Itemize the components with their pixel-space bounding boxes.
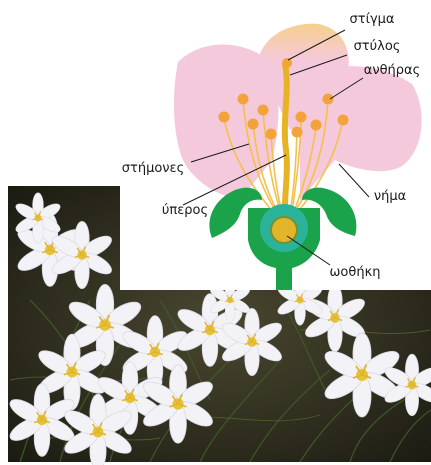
label-stamens: στήμονες bbox=[122, 161, 184, 176]
label-filament: νήμα bbox=[374, 189, 406, 204]
label-stigma: στίγμα bbox=[350, 12, 395, 27]
label-anthers: ανθήρας bbox=[364, 63, 420, 78]
stigma bbox=[282, 58, 292, 68]
label-style: στύλος bbox=[354, 39, 401, 54]
label-pistil: ύπερος bbox=[162, 203, 208, 218]
label-ovary: ωοθήκη bbox=[330, 265, 381, 280]
